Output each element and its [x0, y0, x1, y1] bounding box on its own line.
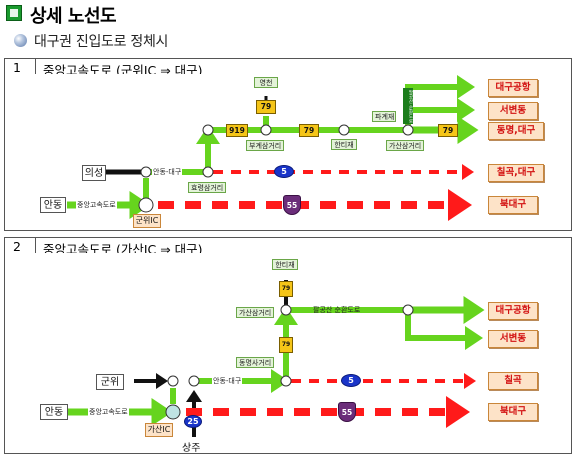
s2-red-roads: [186, 373, 476, 428]
s2-label-hanti: 한티재: [272, 259, 298, 270]
s2-label-gasan-ic: 가산IC: [145, 423, 173, 437]
s1-road-919: 919: [226, 124, 248, 137]
section-1-number: 1: [13, 60, 21, 75]
s2-label-jungang: 중앙고속도로: [88, 407, 129, 417]
s1-nodes: [138, 124, 414, 213]
s1-node-bugye: [260, 124, 272, 136]
s1-origin-uiseong: 의성: [82, 165, 106, 181]
s2-node-gasan: [280, 304, 292, 316]
s1-label-andong-daegu: 안동-대구: [152, 167, 183, 177]
s1-dest-chilgok: 칠곡,대구: [488, 164, 544, 182]
s2-dest-bukdaegu: 북대구: [488, 403, 538, 421]
s1-dest-daegu-airport: 대구공항: [488, 79, 538, 97]
s1-red-roads: [158, 164, 474, 221]
s1-label-jungang: 중앙고속도로: [76, 200, 117, 210]
s1-label-hyoryeong: 효령삼거리: [188, 182, 227, 193]
s1-dest-seobyeon: 서변동: [488, 102, 538, 120]
header-divider: [35, 238, 36, 254]
s2-label-dongmyeong: 동명사거리: [236, 357, 275, 368]
s2-label-andong-daegu: 안동-대구: [212, 376, 243, 386]
s1-label-gunwi-ic: 군위IC: [133, 214, 161, 228]
s2-dest-seobyeon: 서변동: [488, 330, 538, 348]
s1-road-79-c: 79: [438, 124, 458, 137]
s2-node-gasan-ic: [165, 404, 181, 420]
s1-node-gunwi-ic: [138, 197, 154, 213]
s1-dest-bukdaegu: 북대구: [488, 196, 538, 214]
s1-road-79-b: 79: [299, 124, 319, 137]
s1-origin-andong: 안동: [40, 197, 66, 213]
page-subtitle: 대구권 진입도로 정체시: [34, 34, 169, 50]
s2-road-55: 55: [338, 402, 356, 422]
s2-origin-sangju: 상주: [182, 443, 201, 454]
s1-label-yeongcheon: 영천: [254, 77, 278, 88]
s1-road-79-a: 79: [256, 100, 276, 114]
s1-dest-dongmyeong: 동명,대구: [488, 122, 544, 140]
s2-label-gasan: 가산삼거리: [236, 307, 275, 318]
s2-node-junction: [402, 304, 414, 316]
subtitle-bullet-icon: [14, 34, 27, 47]
s1-road-55: 55: [283, 195, 301, 215]
s2-node-gunwi: [167, 375, 179, 387]
s2-road-25: 25: [184, 415, 202, 428]
s1-label-pagye: 파계재: [372, 111, 396, 122]
s1-label-palgong: 팔공산 순환도로: [403, 88, 413, 124]
s1-node-gasan: [402, 124, 414, 136]
s1-label-bugye: 부계삼거리: [246, 140, 285, 151]
s2-node-dongmyeong: [280, 375, 292, 387]
s2-node-sangju: [188, 375, 200, 387]
s2-origin-andong: 안동: [40, 404, 68, 420]
s1-node-hyoryeong: [202, 166, 214, 178]
s2-nodes: [165, 304, 414, 420]
s2-dest-daegu-airport: 대구공항: [488, 302, 538, 320]
s1-node-gunwi: [140, 166, 152, 178]
s1-label-hanti: 한티재: [331, 139, 357, 150]
s2-label-palgong: 팔공산 순환도로: [313, 306, 361, 314]
page-title: 상세 노선도: [30, 6, 117, 27]
s2-road-5: 5: [341, 374, 361, 387]
s2-road-79-b: 79: [279, 337, 293, 353]
title-bullet-icon: [6, 5, 22, 21]
s2-dest-chilgok: 칠곡: [488, 372, 538, 390]
header-divider: [35, 59, 36, 75]
s2-origin-gunwi: 군위: [96, 374, 124, 390]
s2-road-79-a: 79: [279, 281, 293, 297]
s1-road-5: 5: [274, 165, 294, 178]
s1-node-west: [202, 124, 214, 136]
s1-label-gasan: 가산삼거리: [386, 140, 425, 151]
s1-node-hanti: [338, 124, 350, 136]
section-2-number: 2: [13, 239, 21, 254]
